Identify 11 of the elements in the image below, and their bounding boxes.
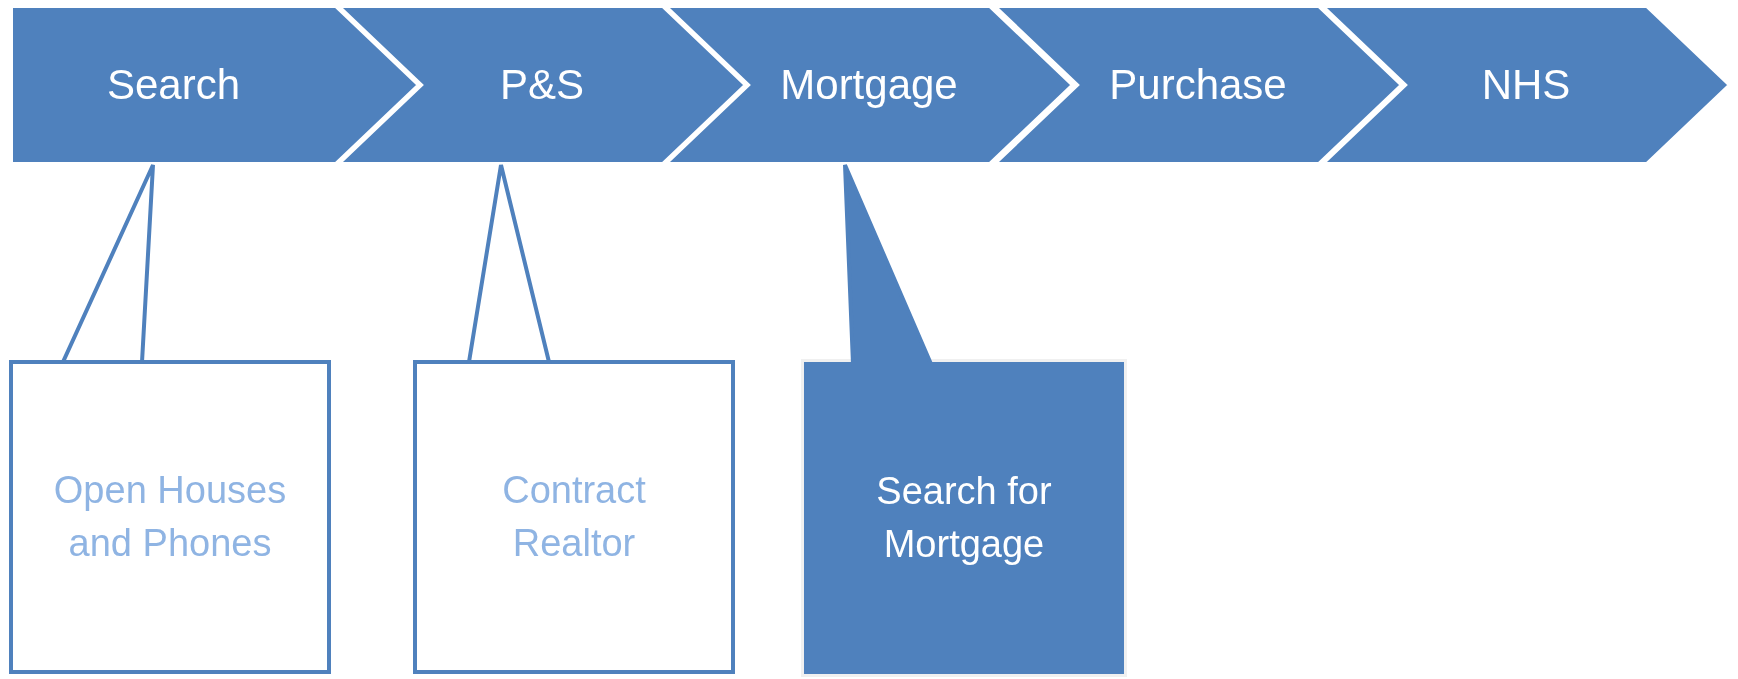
stage-label: Search	[106, 61, 241, 109]
stage-label: NHS	[1481, 61, 1571, 109]
stage-label: P&S	[499, 61, 584, 109]
callout-text: Contract Realtor	[501, 467, 647, 566]
callout-box	[9, 360, 331, 674]
callout-box	[804, 362, 1124, 674]
stage-label: Purchase	[1109, 61, 1287, 109]
callout-box	[413, 360, 735, 674]
stage-label: Mortgage	[780, 61, 958, 109]
callout-text: Open Houses and Phones	[52, 467, 288, 566]
callout-text: Search for Mortgage	[875, 468, 1053, 567]
